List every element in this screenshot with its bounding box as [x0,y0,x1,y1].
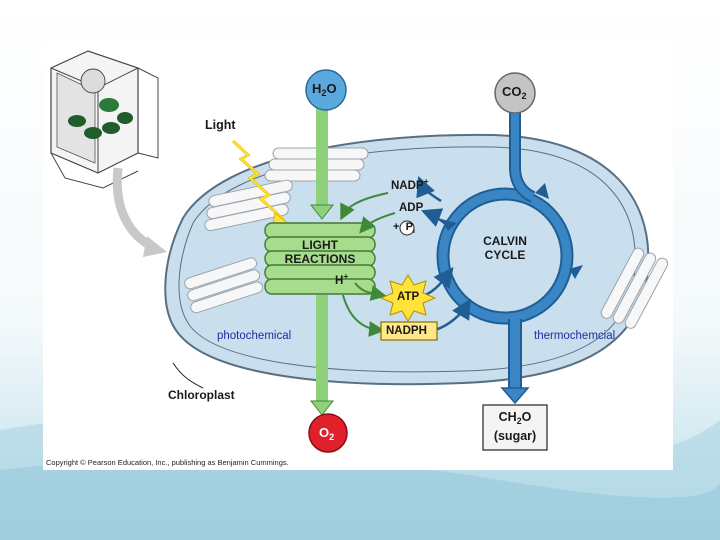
light-reactions-label: LIGHT REACTIONS [284,238,356,266]
co2-label: CO2 [502,84,527,101]
thylakoid-stack-lower-left [184,257,264,314]
nadph-to-calvin-arrow [434,298,471,332]
light-reactions-stack [264,222,376,295]
thermochemical-note: thermochemcial [534,330,616,342]
chloroplast-body [164,133,650,386]
co2-molecule-circle [494,72,536,114]
calvin-to-adp-arrow [421,208,448,227]
photosynthesis-diagram [50,50,669,453]
adp-to-light-arrow [359,212,396,234]
calvin-to-nadp-arrow [416,176,442,203]
thylakoid-stack-right [600,247,669,329]
atp-star [379,274,437,322]
sugar-box [482,404,548,451]
light-to-nadph-arrow [342,294,385,338]
chloroplast-label: Chloroplast [168,388,235,402]
calvin-arrowhead-right [569,265,583,279]
co2-input-arrow [511,103,535,201]
thylakoid-stack-left [204,179,293,232]
sugar-output-arrowhead [500,387,530,405]
hydrogen-ion-label: H+ [335,271,349,287]
copyright-notice: Copyright © Pearson Education, Inc., pub… [46,458,289,467]
photochemical-note: photochemical [217,330,292,342]
zoom-arrowhead [143,236,167,257]
oxygen-label: O2 [319,425,335,442]
oxygen-molecule-circle [308,413,348,453]
zoom-arrow [112,167,158,253]
water-label: H2O [312,81,337,98]
calvin-cycle-ring [438,189,572,323]
calvin-arrowhead-top [535,183,549,199]
phosphate-label: + Pi [393,221,416,235]
water-molecule-circle [305,69,347,111]
oxygen-output-arrowhead [309,400,335,416]
nadp-plus-label: NADP+ [391,176,429,192]
calvin-cycle-label: CALVIN CYCLE [483,234,527,262]
nadp-to-light-arrow [340,192,389,221]
chloroplast-leader-line [172,362,204,389]
phosphate-circle [399,220,415,236]
light-to-atp-arrow [354,282,387,301]
plant-cell-sketch [50,50,159,189]
atp-label: ATP [397,291,420,303]
nadph-label: NADPH [386,325,427,337]
adp-label: ADP [399,202,424,214]
light-label: Light [205,118,236,132]
atp-to-calvin-arrow [424,267,454,297]
diagram-panel: H2O CO2 O2 CH2O (sugar) Light LIGHT REAC… [43,43,673,470]
sugar-label: CH2O (sugar) [493,410,537,443]
water-input-arrowhead [309,204,335,220]
nadph-box [380,321,438,341]
